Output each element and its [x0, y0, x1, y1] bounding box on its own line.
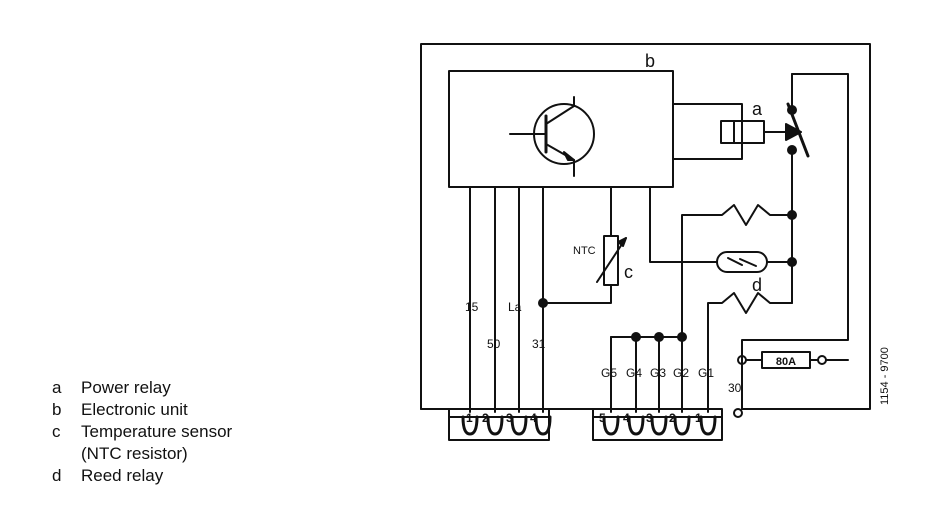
- left-pin-1: 1: [466, 411, 473, 425]
- wire-ntc: [542, 186, 612, 304]
- label-wire-la: La: [508, 300, 522, 314]
- right-pin-5: 5: [599, 411, 606, 425]
- left-pin-2: 2: [482, 411, 489, 425]
- legend-item-c-note: (NTC resistor): [81, 444, 188, 463]
- label-wire-31: 31: [532, 337, 546, 351]
- switch-contact-top: [787, 105, 797, 115]
- label-g2: G2: [673, 366, 689, 380]
- relay-arrow-head: [785, 123, 802, 141]
- reed-contacts: [727, 257, 757, 267]
- transistor-symbol: [509, 96, 595, 177]
- ntc-resistor: [603, 235, 619, 286]
- wire-reed-left: [649, 186, 718, 263]
- left-pin-3: 3: [506, 411, 513, 425]
- right-pin-2: 2: [669, 411, 676, 425]
- junction-reed: [787, 257, 797, 267]
- label-ntc: NTC: [573, 245, 596, 257]
- label-g4: G4: [626, 366, 642, 380]
- label-c: c: [624, 262, 633, 282]
- right-pin-4: 4: [623, 411, 630, 425]
- reference-number: 1154 - 9700: [879, 347, 891, 405]
- label-d: d: [752, 275, 762, 295]
- right-connector: [592, 408, 723, 441]
- electronic-unit-box: [448, 70, 674, 188]
- fuse-terminal-right: [817, 355, 827, 365]
- label-wire-15: 15: [465, 300, 479, 314]
- label-fuse: 80A: [776, 356, 796, 368]
- terminal-30: [733, 408, 743, 418]
- right-pin-1: 1: [695, 411, 702, 425]
- outer-frame: [420, 43, 871, 410]
- left-connector: [448, 408, 552, 441]
- label-g3: G3: [650, 366, 666, 380]
- label-g5: G5: [601, 366, 617, 380]
- left-pin-4: 4: [530, 411, 537, 425]
- label-wire-50: 50: [487, 337, 501, 351]
- heater-upper: [681, 204, 793, 338]
- heater-lower: [707, 292, 793, 413]
- reed-relay: [716, 251, 768, 273]
- relay-coil-wires: [672, 103, 743, 160]
- label-a: a: [752, 99, 763, 119]
- label-g1: G1: [698, 366, 714, 380]
- label-b: b: [645, 51, 655, 71]
- right-pin-3: 3: [646, 411, 653, 425]
- ntc-arrow-head: [617, 237, 627, 247]
- label-terminal-30: 30: [728, 381, 742, 395]
